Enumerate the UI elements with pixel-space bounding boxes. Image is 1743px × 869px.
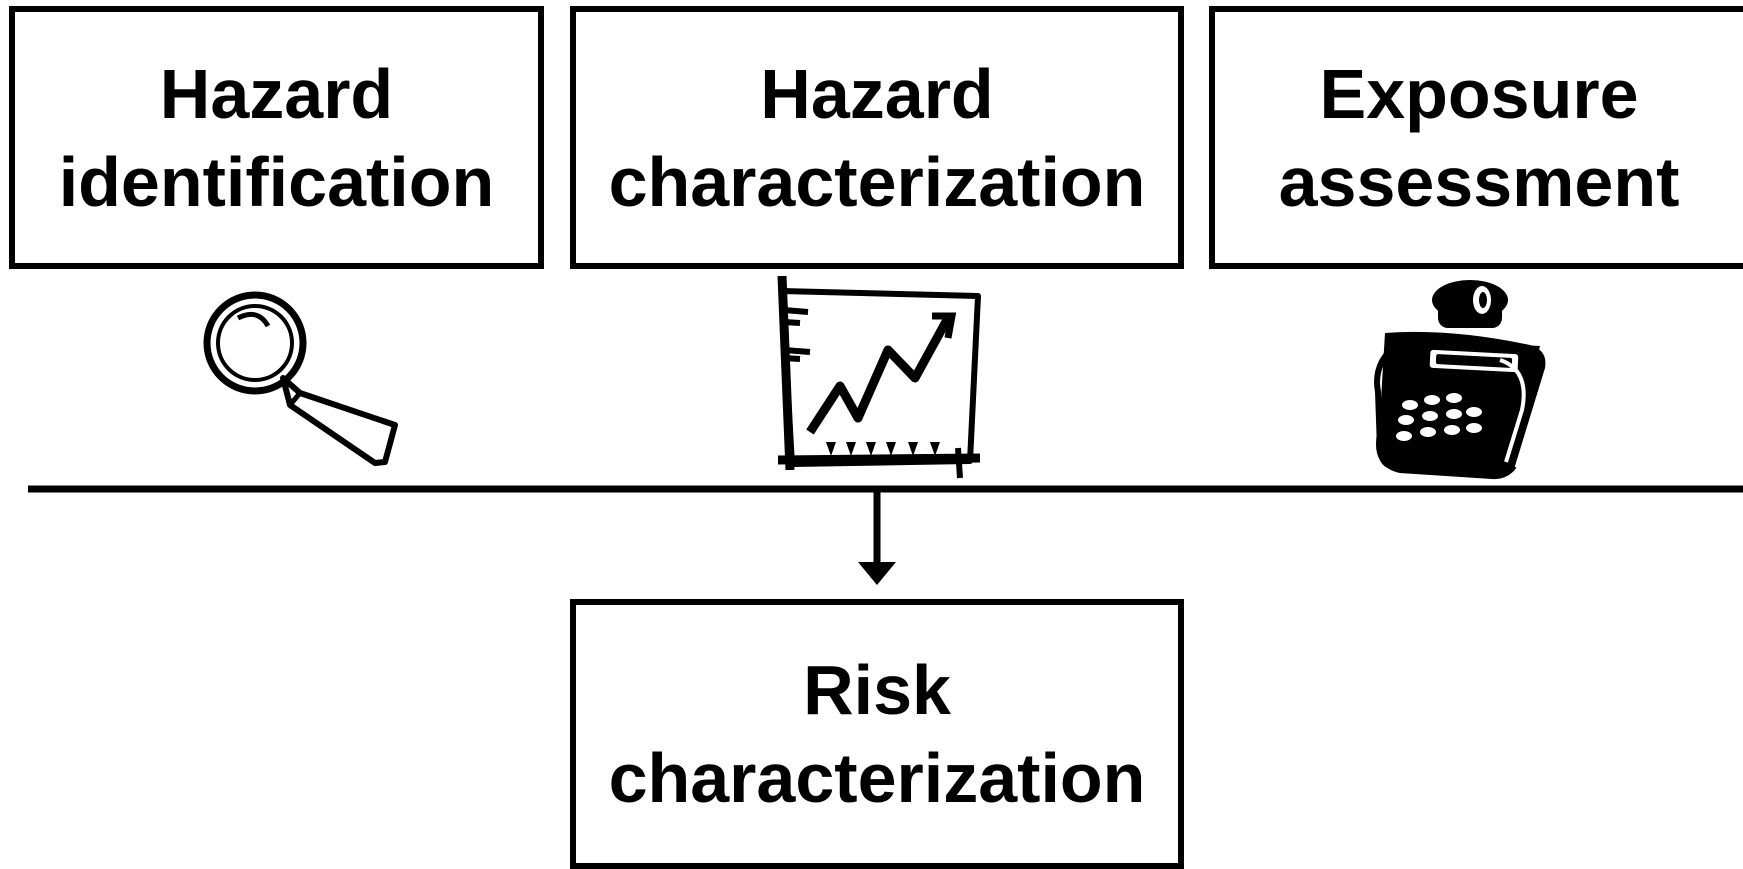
risk-characterization-box: Risk characterization	[570, 599, 1184, 869]
magnifying-glass-icon	[203, 291, 398, 466]
exposure-assessment-box: Exposure assessment	[1209, 6, 1743, 269]
calculator-icon	[1374, 280, 1546, 480]
hazard-characterization-box: Hazard characterization	[570, 6, 1184, 269]
hazard-identification-line1: Hazard	[159, 54, 394, 133]
hazard-characterization-line1: Hazard	[760, 54, 994, 133]
exposure-assessment-line2: assessment	[1278, 142, 1680, 221]
hazard-identification-box: Hazard identification	[9, 6, 544, 269]
down-arrow	[858, 489, 896, 585]
hazard-identification-line2: identification	[58, 142, 495, 221]
risk-characterization-line2: characterization	[608, 739, 1146, 817]
hazard-characterization-line2: characterization	[608, 142, 1146, 221]
risk-characterization-line1: Risk	[803, 651, 951, 729]
line-chart-icon	[777, 275, 981, 479]
exposure-assessment-line1: Exposure	[1319, 54, 1639, 133]
